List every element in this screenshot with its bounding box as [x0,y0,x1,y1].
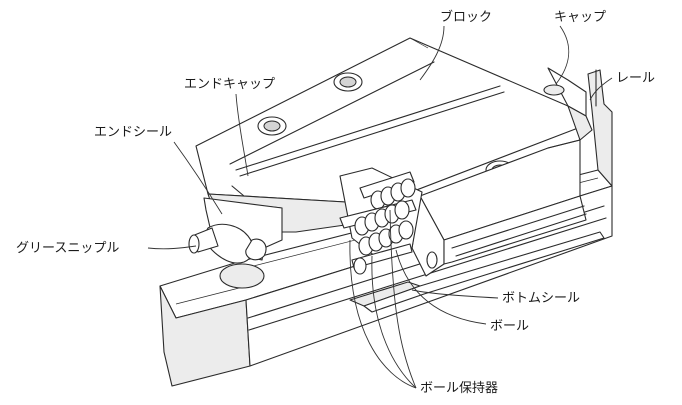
side-hole [426,251,438,269]
grease-nipple-tip [188,234,200,254]
mounting-hole [257,116,287,136]
label-block: ブロック [440,9,492,25]
grease-nipple-nut [245,238,267,261]
block-lower-line [455,213,587,257]
label-bottom-seal: ボトムシール [502,291,580,306]
balls-mid [354,200,410,236]
ball-retainer-strip [351,243,413,269]
block-lower-face [443,195,587,265]
leader-ball [395,249,487,325]
balls-upper [370,178,416,210]
rail-far-end [587,69,613,187]
label-grease-nipple: グリースニップル [16,241,119,256]
end-cap-edge [231,185,245,197]
leader-end-cap [235,93,249,177]
ball [398,220,414,240]
ball [394,200,410,220]
label-cap: キャップ [554,10,606,25]
block-top-seam [235,85,501,171]
block-edge [547,139,581,149]
grease-nipple [188,223,267,289]
ball [400,178,416,198]
block [195,37,587,277]
leader-ball-retainer [371,255,417,389]
leader-bottom-seal [411,289,499,299]
label-end-cap: エンドキャップ [184,77,275,92]
leader-block [419,25,445,81]
ball-retainer-lower [351,243,413,275]
label-ball-retainer: ボール保持器 [420,381,498,396]
label-end-seal: エンドシール [94,125,172,140]
leader-grease-nipple [147,245,197,250]
block-top-seam [229,61,435,165]
balls-lower [358,220,414,256]
cap-shape [543,84,565,96]
cap [543,67,593,141]
label-ball: ボール [490,319,529,334]
grease-nipple-shadow [219,263,265,289]
cap-face [547,67,587,117]
leader-rail [589,77,613,101]
ball-retainer-upper [359,171,415,199]
label-rail: レール [616,71,655,86]
cap-seal [567,105,593,141]
mounting-hole [333,72,363,92]
ball [353,257,367,275]
block-top-seam [239,91,505,177]
ball-retainer-strip [359,171,415,199]
block-edge [409,37,429,49]
leader-end-seal [173,141,223,215]
leader-cap [555,25,570,85]
rail-chamfer-line [175,286,244,305]
block-lower-line [451,205,585,249]
leader-ball-retainer [389,209,417,389]
leader-ball-retainer [349,239,417,389]
